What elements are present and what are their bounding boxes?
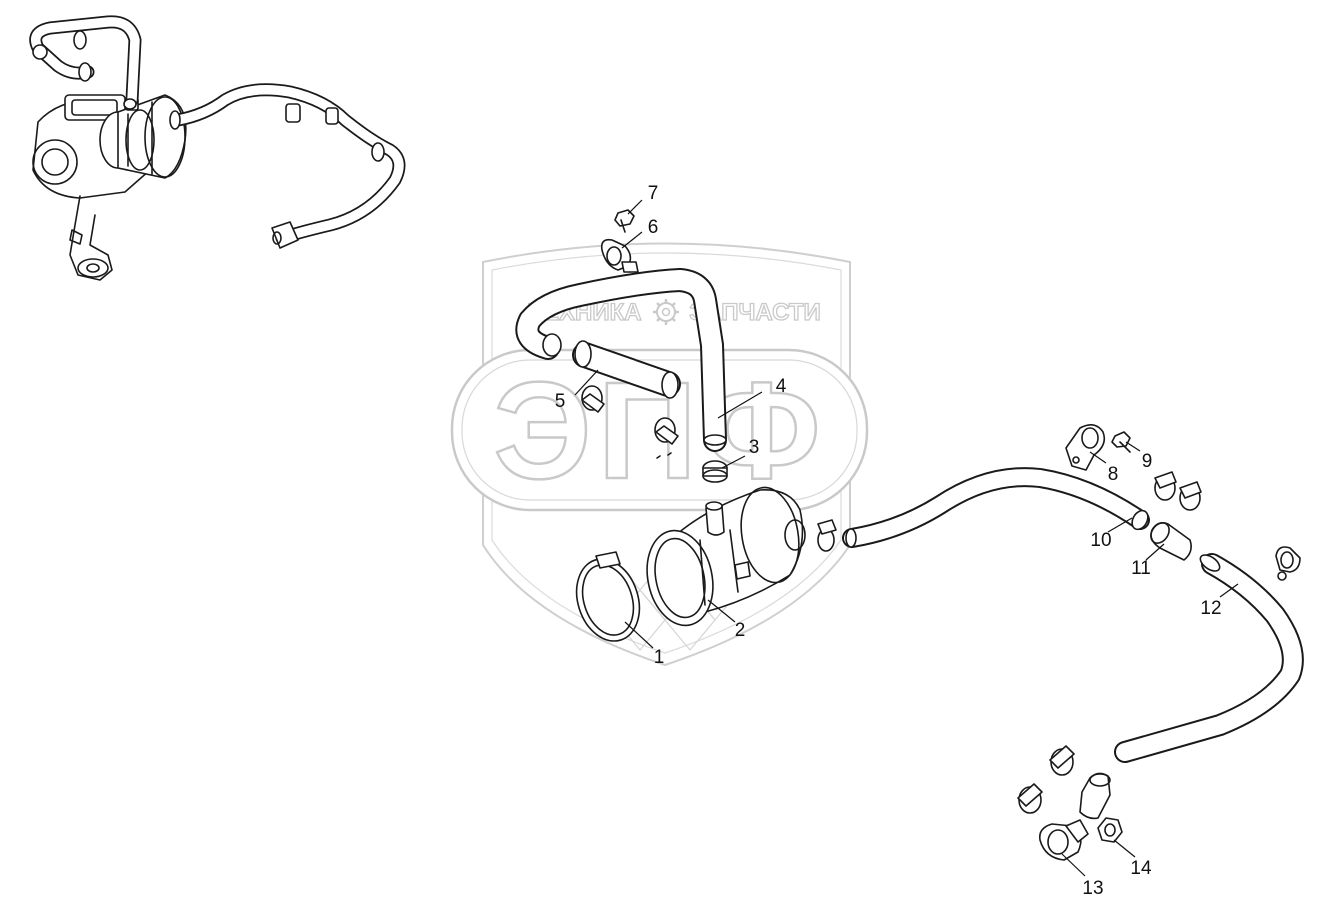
pclamp-12 (1275, 546, 1301, 581)
part-bracket-8 (1065, 424, 1106, 471)
overview-clamps (32, 30, 137, 110)
callout-5: 5 (555, 391, 566, 412)
part-hose-10 (842, 467, 1150, 548)
watermark-shield-inner (491, 252, 842, 654)
hose-clamps-10 (1154, 471, 1202, 511)
callouts: 7 6 5 4 3 2 1 8 9 10 11 12 13 14 (555, 183, 1222, 899)
callout-8: 8 (1108, 464, 1119, 485)
callout-3: 3 (749, 437, 760, 458)
part-bolt-7 (614, 209, 635, 233)
overview-hose-clamps (169, 103, 385, 249)
gear-icon (653, 299, 679, 325)
part-hose-5 (572, 340, 681, 399)
callout-13: 13 (1082, 878, 1103, 899)
part-sleeve-2 (646, 486, 806, 627)
callout-7: 7 (648, 183, 659, 204)
watermark-banner-inner (461, 359, 858, 501)
callout-14: 14 (1130, 858, 1152, 879)
part-pipe-4 (515, 268, 727, 452)
callout-1: 1 (654, 647, 665, 668)
leader-lines (574, 199, 1239, 877)
lower-clamps (1017, 745, 1075, 814)
lower-sleeve (1079, 772, 1111, 820)
callout-10: 10 (1090, 530, 1111, 551)
watermark-shield-outer (482, 242, 851, 667)
turbo-coupling (99, 94, 187, 179)
callout-11: 11 (1131, 558, 1151, 579)
part-sleeve-11 (1150, 522, 1192, 561)
assembly-overview (29, 15, 406, 281)
part-clamp-3 (702, 460, 728, 483)
hose-clamps-5 (581, 385, 679, 459)
part-hose-12 (1114, 553, 1304, 763)
part-bolt-9 (1111, 431, 1131, 453)
callout-9: 9 (1142, 451, 1153, 472)
part-clamp-1 (575, 551, 641, 642)
callout-4: 4 (776, 376, 787, 397)
hose-clamp-sleeve (817, 519, 837, 552)
callout-6: 6 (648, 217, 659, 238)
part-fitting-13 (1038, 819, 1089, 861)
callout-2: 2 (735, 620, 746, 641)
part-nut-14 (1097, 817, 1123, 843)
callout-12: 12 (1200, 598, 1221, 619)
